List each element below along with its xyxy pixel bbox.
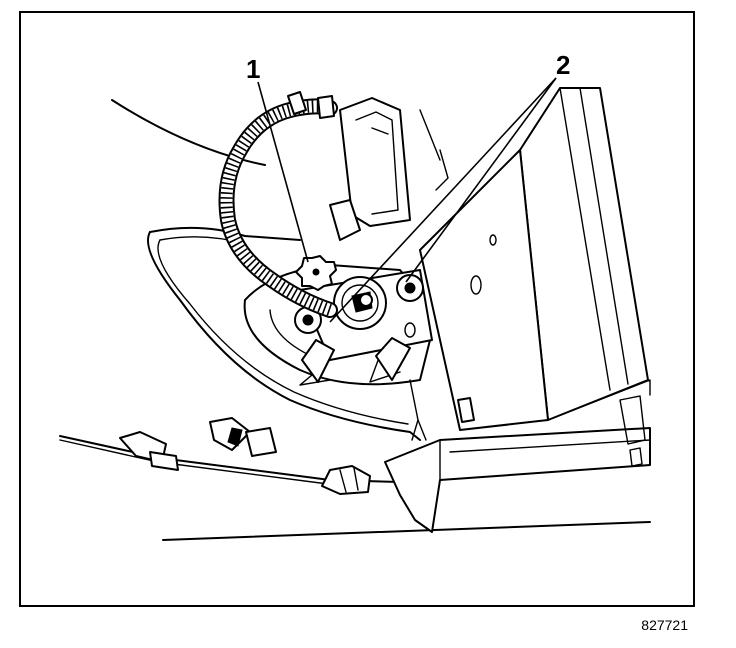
callout-1-label: 1	[246, 54, 260, 84]
lower-wiring	[59, 379, 427, 495]
adjuster-knob	[295, 255, 337, 291]
wiring-harness	[218, 91, 338, 318]
leader-2b	[405, 77, 557, 283]
support-panel	[419, 87, 651, 431]
leader-1	[257, 81, 309, 263]
fender-contour	[111, 99, 651, 541]
callout-2-label: 2	[556, 50, 570, 80]
leader-2a	[329, 77, 557, 323]
lower-bracket	[384, 395, 651, 533]
figure-frame	[19, 11, 695, 607]
upper-bracket	[329, 97, 449, 241]
leader-lines	[257, 77, 557, 323]
bulb-socket	[333, 276, 387, 330]
figure-number: 827721	[641, 617, 688, 633]
mounting-screw-upper	[396, 274, 424, 302]
